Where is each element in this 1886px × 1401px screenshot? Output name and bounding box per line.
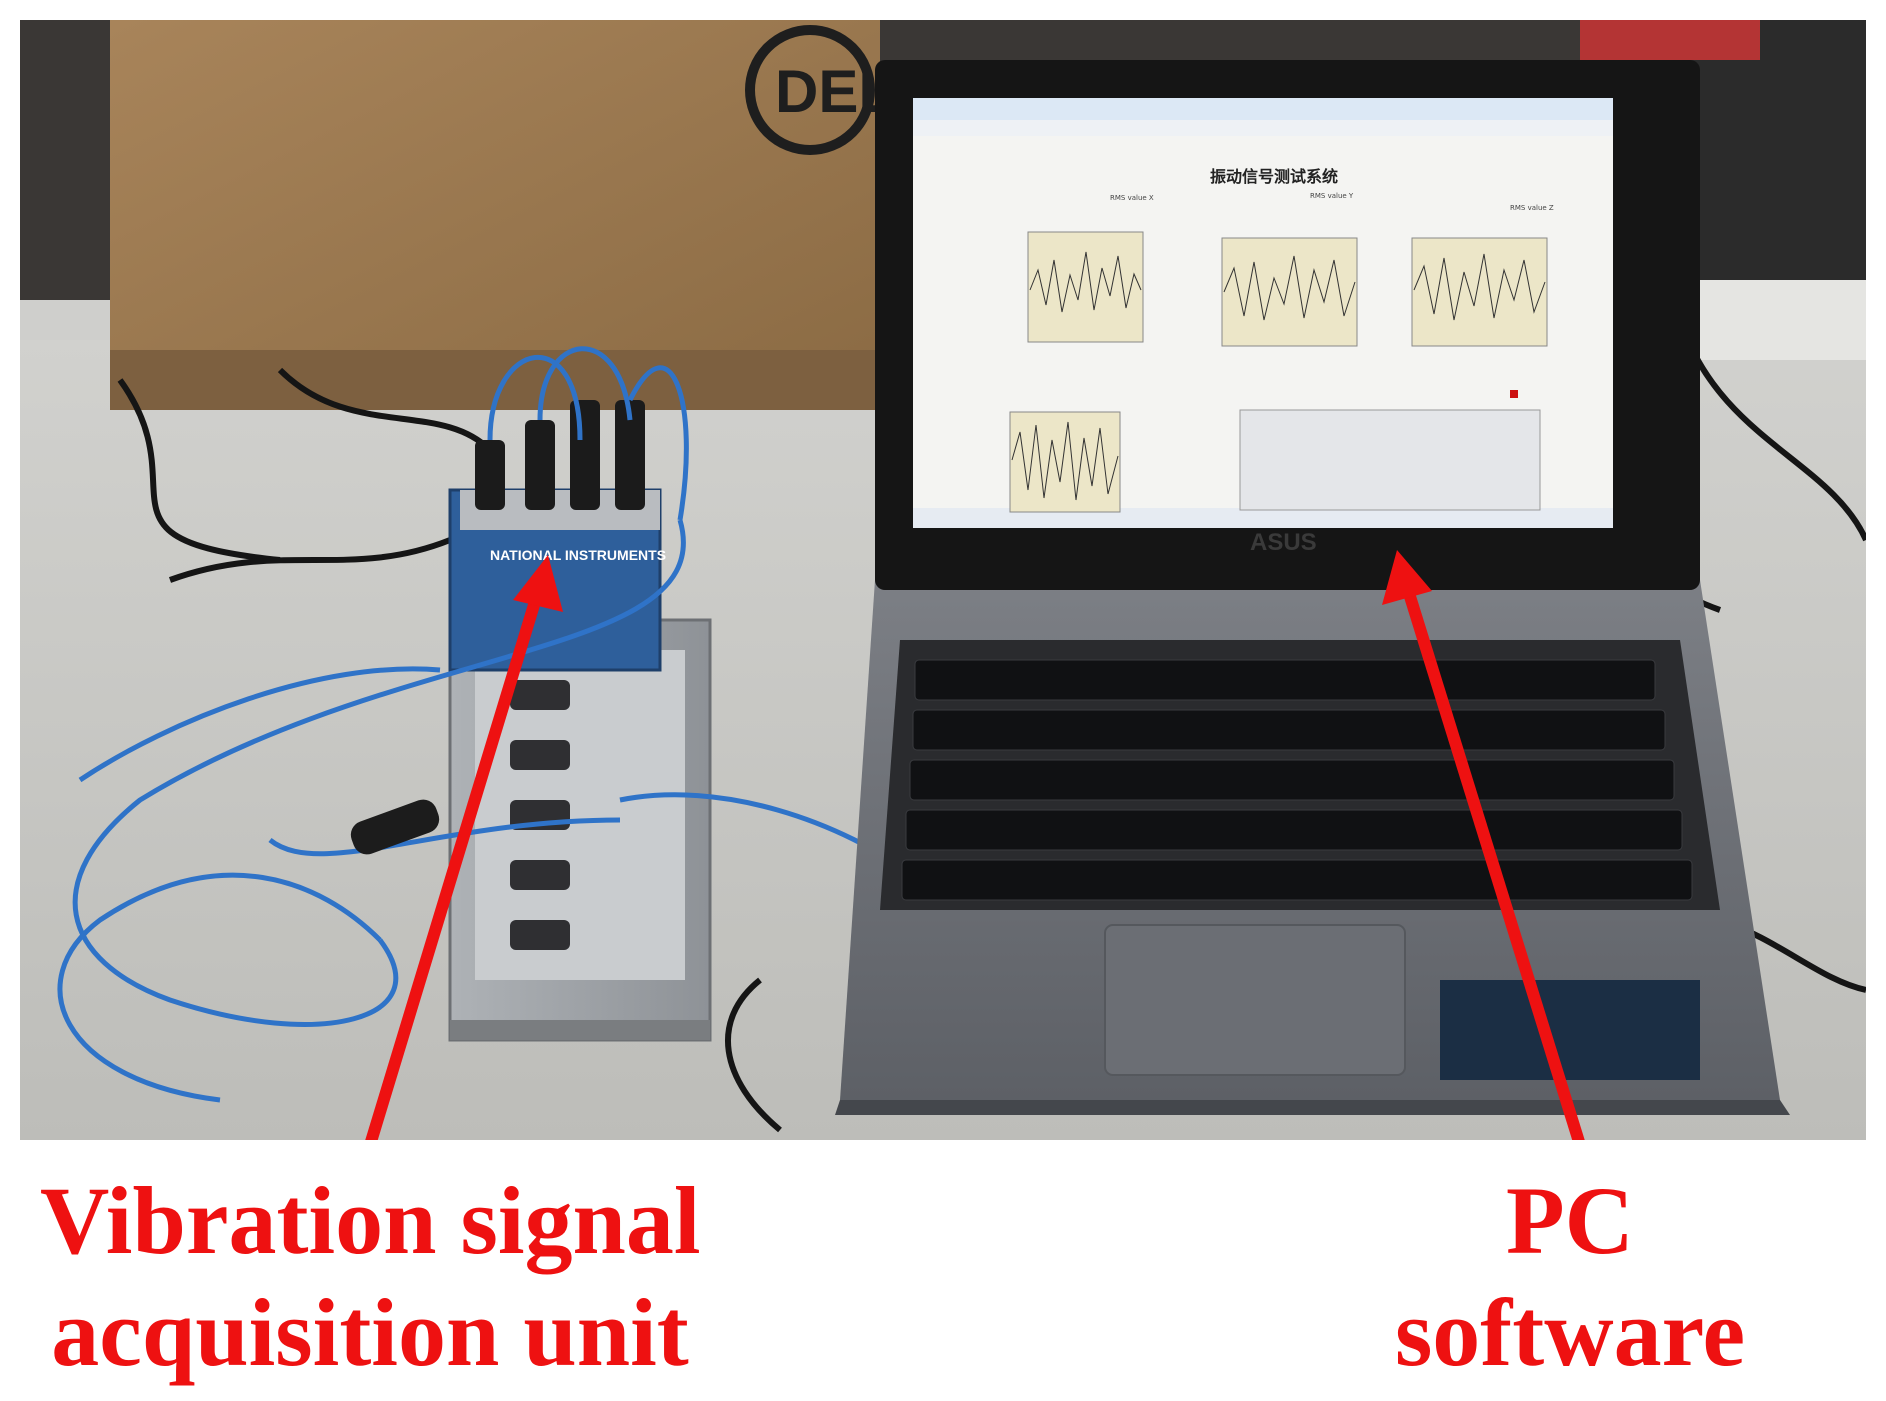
rms-label-z: RMS value Z xyxy=(1510,204,1554,212)
laptop-brand-text: ASUS xyxy=(1250,529,1317,556)
daq-chassis xyxy=(448,618,712,1042)
laptop-screen: 振动信号测试系统 RMS value X RMS value Y RMS val… xyxy=(913,98,1613,528)
caption-right-line1: PC xyxy=(1506,1167,1634,1274)
signal-plot-xyz xyxy=(1009,411,1121,513)
laptop-stickers xyxy=(1440,980,1700,1080)
caption-pc-software: PC software xyxy=(1370,1165,1770,1389)
cardboard-box: DELL xyxy=(110,20,932,410)
caption-left-line2: acquisition unit xyxy=(51,1279,689,1386)
signal-plot-x xyxy=(1027,231,1144,343)
daq-brand-text: NATIONAL INSTRUMENTS xyxy=(490,547,666,563)
signal-plot-z xyxy=(1411,237,1548,347)
config-panel xyxy=(1239,409,1541,511)
daq-slots xyxy=(510,680,570,950)
rms-label-x: RMS value X xyxy=(1110,194,1154,202)
bnc-connectors xyxy=(475,400,645,510)
signal-plot-y xyxy=(1221,237,1358,347)
touchpad xyxy=(1104,924,1406,1076)
keyboard xyxy=(880,640,1720,910)
arrow-to-screen xyxy=(1382,550,1585,1140)
arrow-to-daq xyxy=(365,555,563,1140)
caption-left-line1: Vibration signal xyxy=(40,1167,701,1274)
caption-acquisition-unit: Vibration signal acquisition unit xyxy=(40,1165,701,1389)
screen-title: 振动信号测试系统 xyxy=(1210,167,1338,186)
caption-right-line2: software xyxy=(1394,1279,1746,1386)
photo: DELL NATIONAL INSTRUMENTS xyxy=(20,20,1866,1140)
rms-label-y: RMS value Y xyxy=(1310,192,1354,200)
